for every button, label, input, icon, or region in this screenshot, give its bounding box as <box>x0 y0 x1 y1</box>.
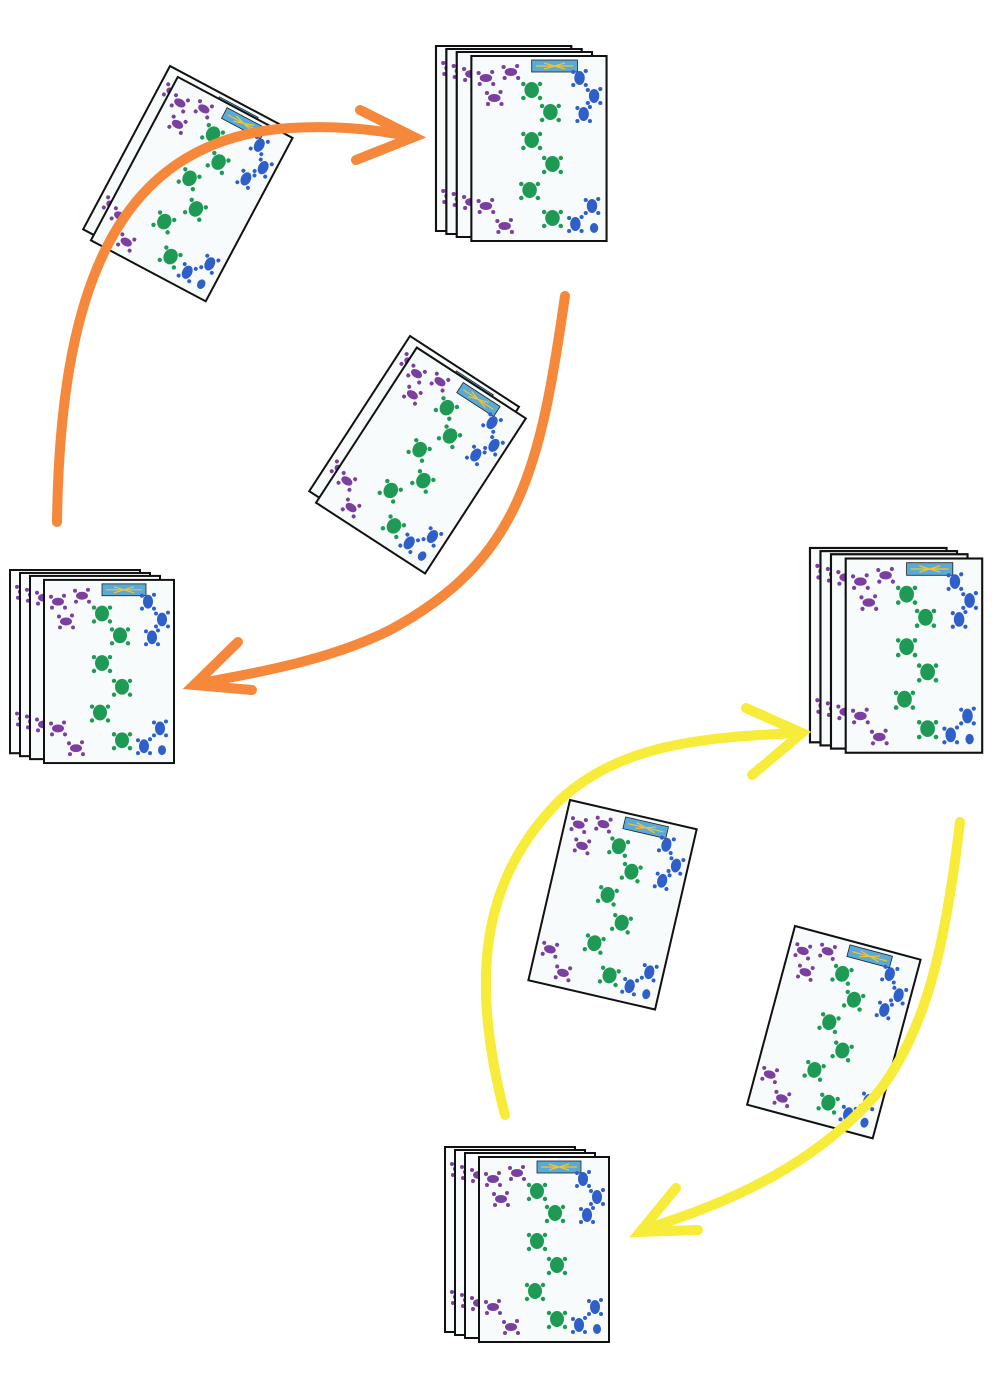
card-stack-top <box>436 46 607 241</box>
orange-arrow-left-to-top <box>52 105 427 527</box>
card-stack-left <box>10 570 174 763</box>
moving-card-upper <box>527 799 698 1011</box>
yellow-arrow-right-to-bottom <box>629 817 965 1238</box>
card-stack-bottom <box>445 1147 609 1342</box>
orange-arrow-top-to-left <box>182 291 570 695</box>
yellow-arrow-bottom-to-right <box>480 703 812 1120</box>
orange-cycle <box>10 46 607 763</box>
card-stack-right <box>810 548 982 753</box>
moving-card-pair-upper <box>80 66 295 301</box>
yellow-cycle <box>445 548 982 1342</box>
moving-card-lower <box>746 925 922 1140</box>
